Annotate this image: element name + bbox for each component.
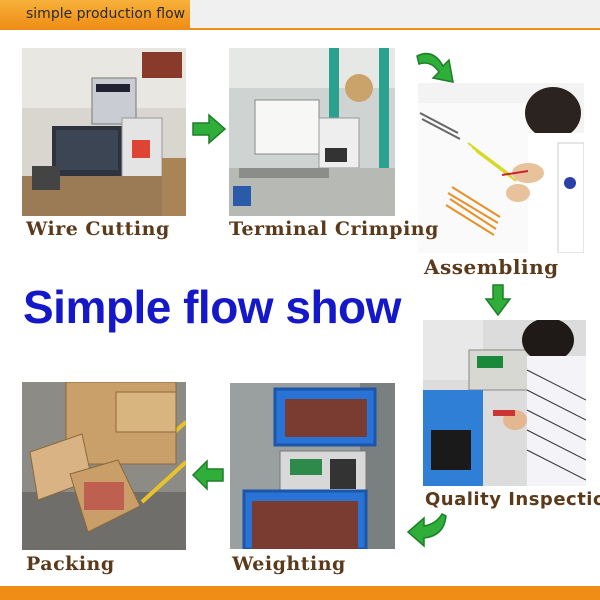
step-label-terminal-crimping: Terminal Crimping bbox=[229, 218, 439, 240]
arrow-left-icon bbox=[191, 459, 224, 491]
footer-bar bbox=[0, 586, 600, 600]
header-bar: simple production flow bbox=[0, 0, 600, 30]
step-label-assembling: Assembling bbox=[424, 255, 559, 279]
step-label-packing: Packing bbox=[26, 553, 115, 575]
step-label-wire-cutting: Wire Cutting bbox=[26, 218, 170, 240]
curved-arrow-icon bbox=[416, 52, 454, 83]
weighting-photo bbox=[230, 383, 395, 549]
arrow-down-icon bbox=[484, 284, 512, 317]
quality-inspection-photo bbox=[423, 320, 586, 486]
header-tab: simple production flow bbox=[0, 0, 190, 28]
arrow-right-icon bbox=[192, 113, 227, 145]
packing-photo bbox=[22, 382, 186, 550]
step-label-weighting: Weighting bbox=[232, 553, 346, 575]
header-divider bbox=[0, 28, 600, 30]
terminal-crimping-photo bbox=[229, 48, 395, 216]
header-title: simple production flow bbox=[26, 6, 186, 22]
curved-arrow-icon bbox=[406, 513, 447, 548]
step-label-quality-inspection: Quality Inspection bbox=[425, 489, 600, 510]
assembling-photo bbox=[418, 83, 584, 253]
wire-cutting-photo bbox=[22, 48, 186, 216]
headline: Simple flow show bbox=[23, 281, 401, 333]
